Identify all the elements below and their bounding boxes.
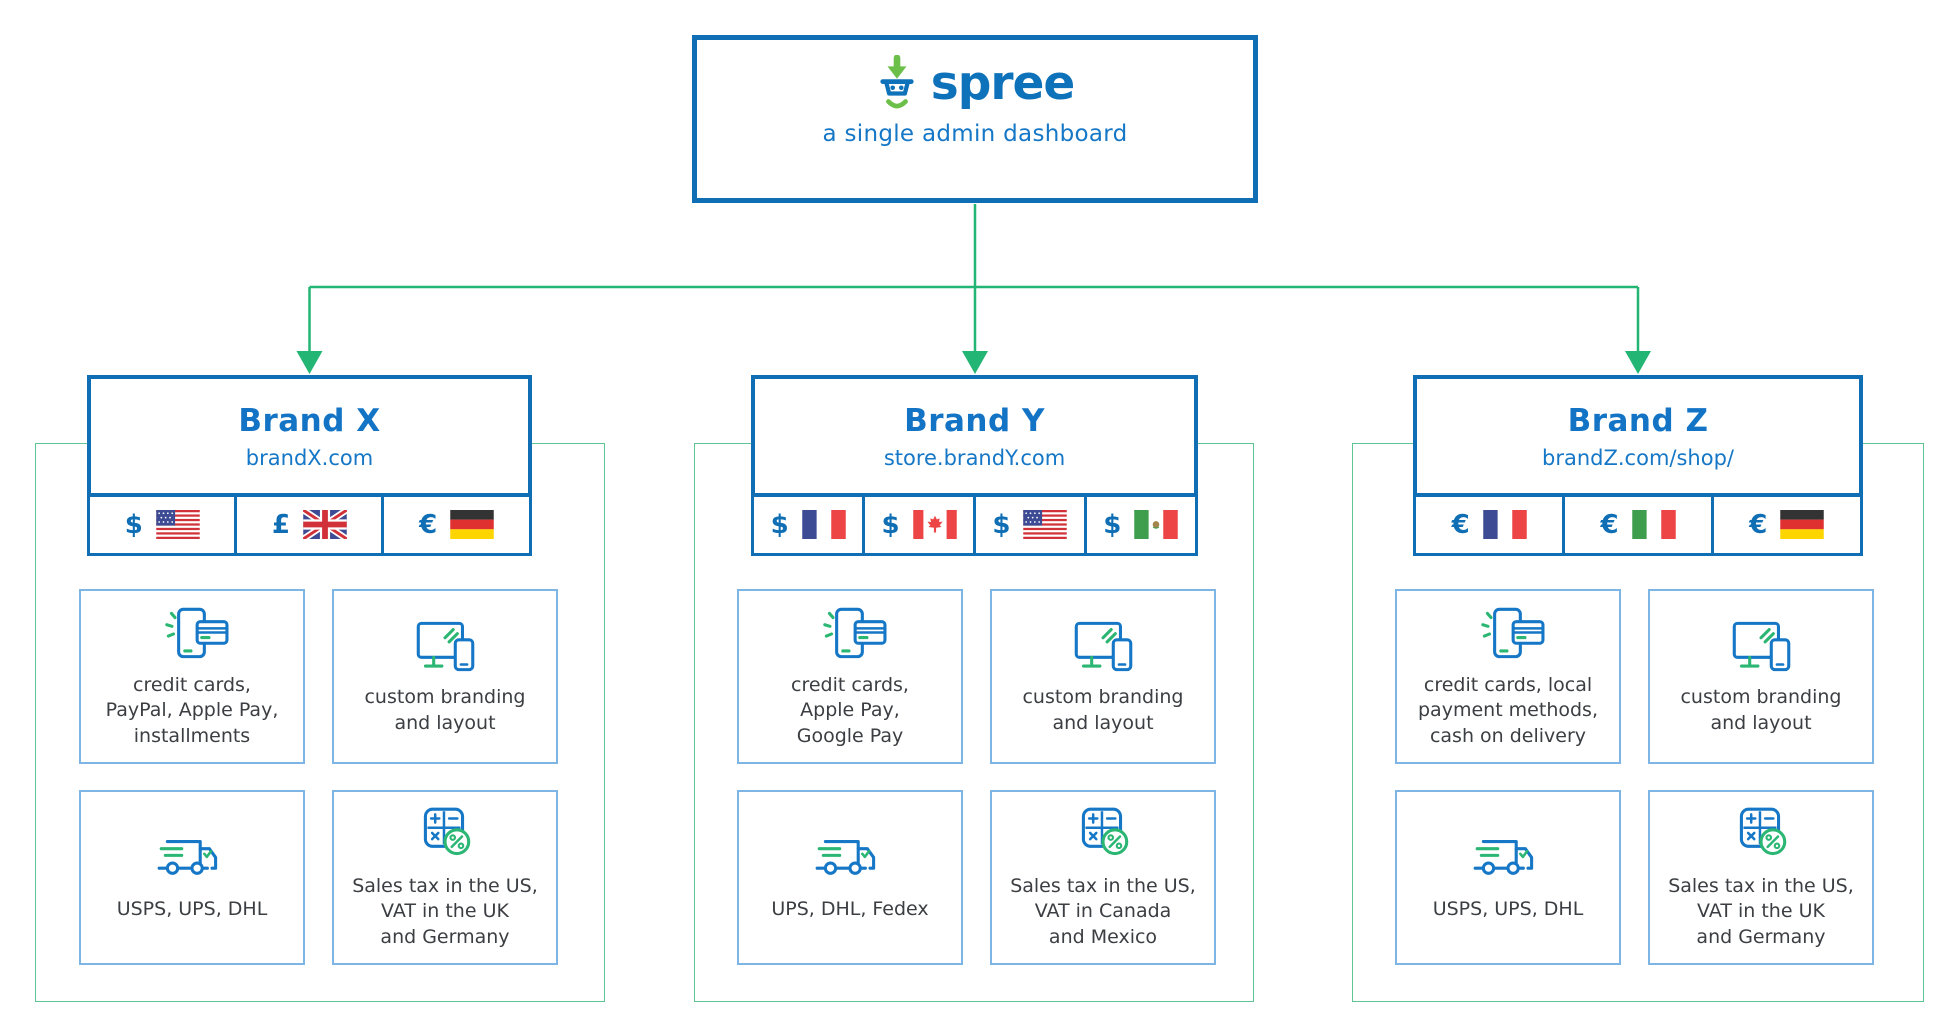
brand-title: Brand Z — [1567, 402, 1709, 439]
feature-box-payments: credit cards, local payment methods, cas… — [1395, 589, 1621, 764]
flag-ca-icon — [913, 510, 957, 539]
feature-box-tax: Sales tax in the US, VAT in Canada and M… — [990, 790, 1216, 965]
feature-label: Sales tax in the US, VAT in the UK and G… — [352, 874, 538, 948]
currency-symbol: $ — [992, 509, 1011, 540]
payments-icon — [155, 604, 229, 664]
feature-label: USPS, UPS, DHL — [116, 898, 268, 921]
flag-it-icon — [1632, 510, 1676, 539]
tax-icon — [1728, 805, 1794, 865]
feature-box-tax: Sales tax in the US, VAT in the UK and G… — [1648, 790, 1874, 965]
feature-box-branding: custom branding and layout — [332, 589, 558, 764]
flag-de-icon — [450, 510, 494, 539]
currency-symbol: € — [1600, 509, 1619, 540]
payments-icon — [813, 604, 887, 664]
currency-cell: € — [1561, 493, 1715, 556]
currency-symbol: € — [419, 509, 438, 540]
feature-label: custom branding and layout — [364, 686, 526, 734]
currency-symbol: $ — [770, 509, 789, 540]
flag-mx-icon — [1134, 510, 1178, 539]
brand-title: Brand Y — [904, 402, 1045, 439]
brand-x-currency-row: $ £ € — [87, 493, 533, 556]
feature-label: custom branding and layout — [1680, 686, 1842, 734]
feature-box-branding: custom branding and layout — [1648, 589, 1874, 764]
feature-box-shipping: USPS, UPS, DHL — [1395, 790, 1621, 965]
feature-label: USPS, UPS, DHL — [1432, 898, 1584, 921]
feature-label: UPS, DHL, Fedex — [771, 898, 929, 921]
flag-us-icon — [156, 510, 200, 539]
tax-icon — [1070, 805, 1136, 865]
feature-label: credit cards, local payment methods, cas… — [1418, 673, 1598, 747]
feature-box-tax: Sales tax in the US, VAT in the UK and G… — [332, 790, 558, 965]
feature-label: custom branding and layout — [1022, 686, 1184, 734]
spree-logo-text: spree — [930, 56, 1076, 111]
payments-icon — [1471, 604, 1545, 664]
currency-cell: $ — [87, 493, 238, 556]
branding-icon — [1066, 616, 1140, 676]
brand-x-header: Brand X brandX.com — [87, 375, 532, 497]
currency-symbol: $ — [124, 509, 143, 540]
feature-box-payments: credit cards, PayPal, Apple Pay, install… — [79, 589, 305, 764]
feature-box-payments: credit cards, Apple Pay, Google Pay — [737, 589, 963, 764]
currency-symbol: $ — [881, 509, 900, 540]
currency-symbol: $ — [1103, 509, 1122, 540]
branding-icon — [1724, 616, 1798, 676]
dashboard-subtitle: a single admin dashboard — [822, 121, 1128, 147]
currency-cell: $ — [972, 493, 1088, 556]
feature-label: Sales tax in the US, VAT in the UK and G… — [1668, 874, 1854, 948]
flag-fr-icon — [802, 510, 846, 539]
shipping-icon — [1469, 832, 1547, 888]
spree-cart-icon — [876, 55, 918, 112]
admin-dashboard-box: spree a single admin dashboard — [692, 35, 1258, 203]
currency-symbol: € — [1749, 509, 1768, 540]
flag-fr-icon — [1483, 510, 1527, 539]
currency-cell: € — [1710, 493, 1863, 556]
feature-label: credit cards, Apple Pay, Google Pay — [791, 673, 909, 747]
feature-box-branding: custom branding and layout — [990, 589, 1216, 764]
brand-y-currency-row: $ $ $ $ — [751, 493, 1198, 556]
brand-z-header: Brand Z brandZ.com/shop/ — [1413, 375, 1863, 497]
currency-cell: $ — [861, 493, 977, 556]
currency-cell: $ — [1083, 493, 1198, 556]
feature-label: Sales tax in the US, VAT in Canada and M… — [1010, 874, 1196, 948]
currency-symbol: € — [1451, 509, 1470, 540]
brand-domain: store.brandY.com — [883, 445, 1066, 470]
tax-icon — [412, 805, 478, 865]
currency-cell: $ — [751, 493, 866, 556]
currency-cell: € — [1413, 493, 1566, 556]
currency-symbol: £ — [271, 509, 291, 540]
feature-box-shipping: USPS, UPS, DHL — [79, 790, 305, 965]
feature-box-shipping: UPS, DHL, Fedex — [737, 790, 963, 965]
shipping-icon — [811, 832, 889, 888]
flag-de-icon — [1780, 510, 1824, 539]
brand-domain: brandX.com — [245, 445, 374, 470]
currency-cell: £ — [234, 493, 385, 556]
brand-y-header: Brand Y store.brandY.com — [751, 375, 1198, 497]
brand-z-currency-row: € € € — [1413, 493, 1863, 556]
flag-us-icon — [1023, 510, 1067, 539]
spree-logo: spree — [876, 55, 1075, 112]
branding-icon — [408, 616, 482, 676]
flag-uk-icon — [303, 510, 347, 539]
brand-title: Brand X — [238, 402, 381, 439]
shipping-icon — [153, 832, 231, 888]
currency-cell: € — [381, 493, 533, 556]
brand-domain: brandZ.com/shop/ — [1542, 445, 1734, 470]
feature-label: credit cards, PayPal, Apple Pay, install… — [105, 673, 279, 747]
